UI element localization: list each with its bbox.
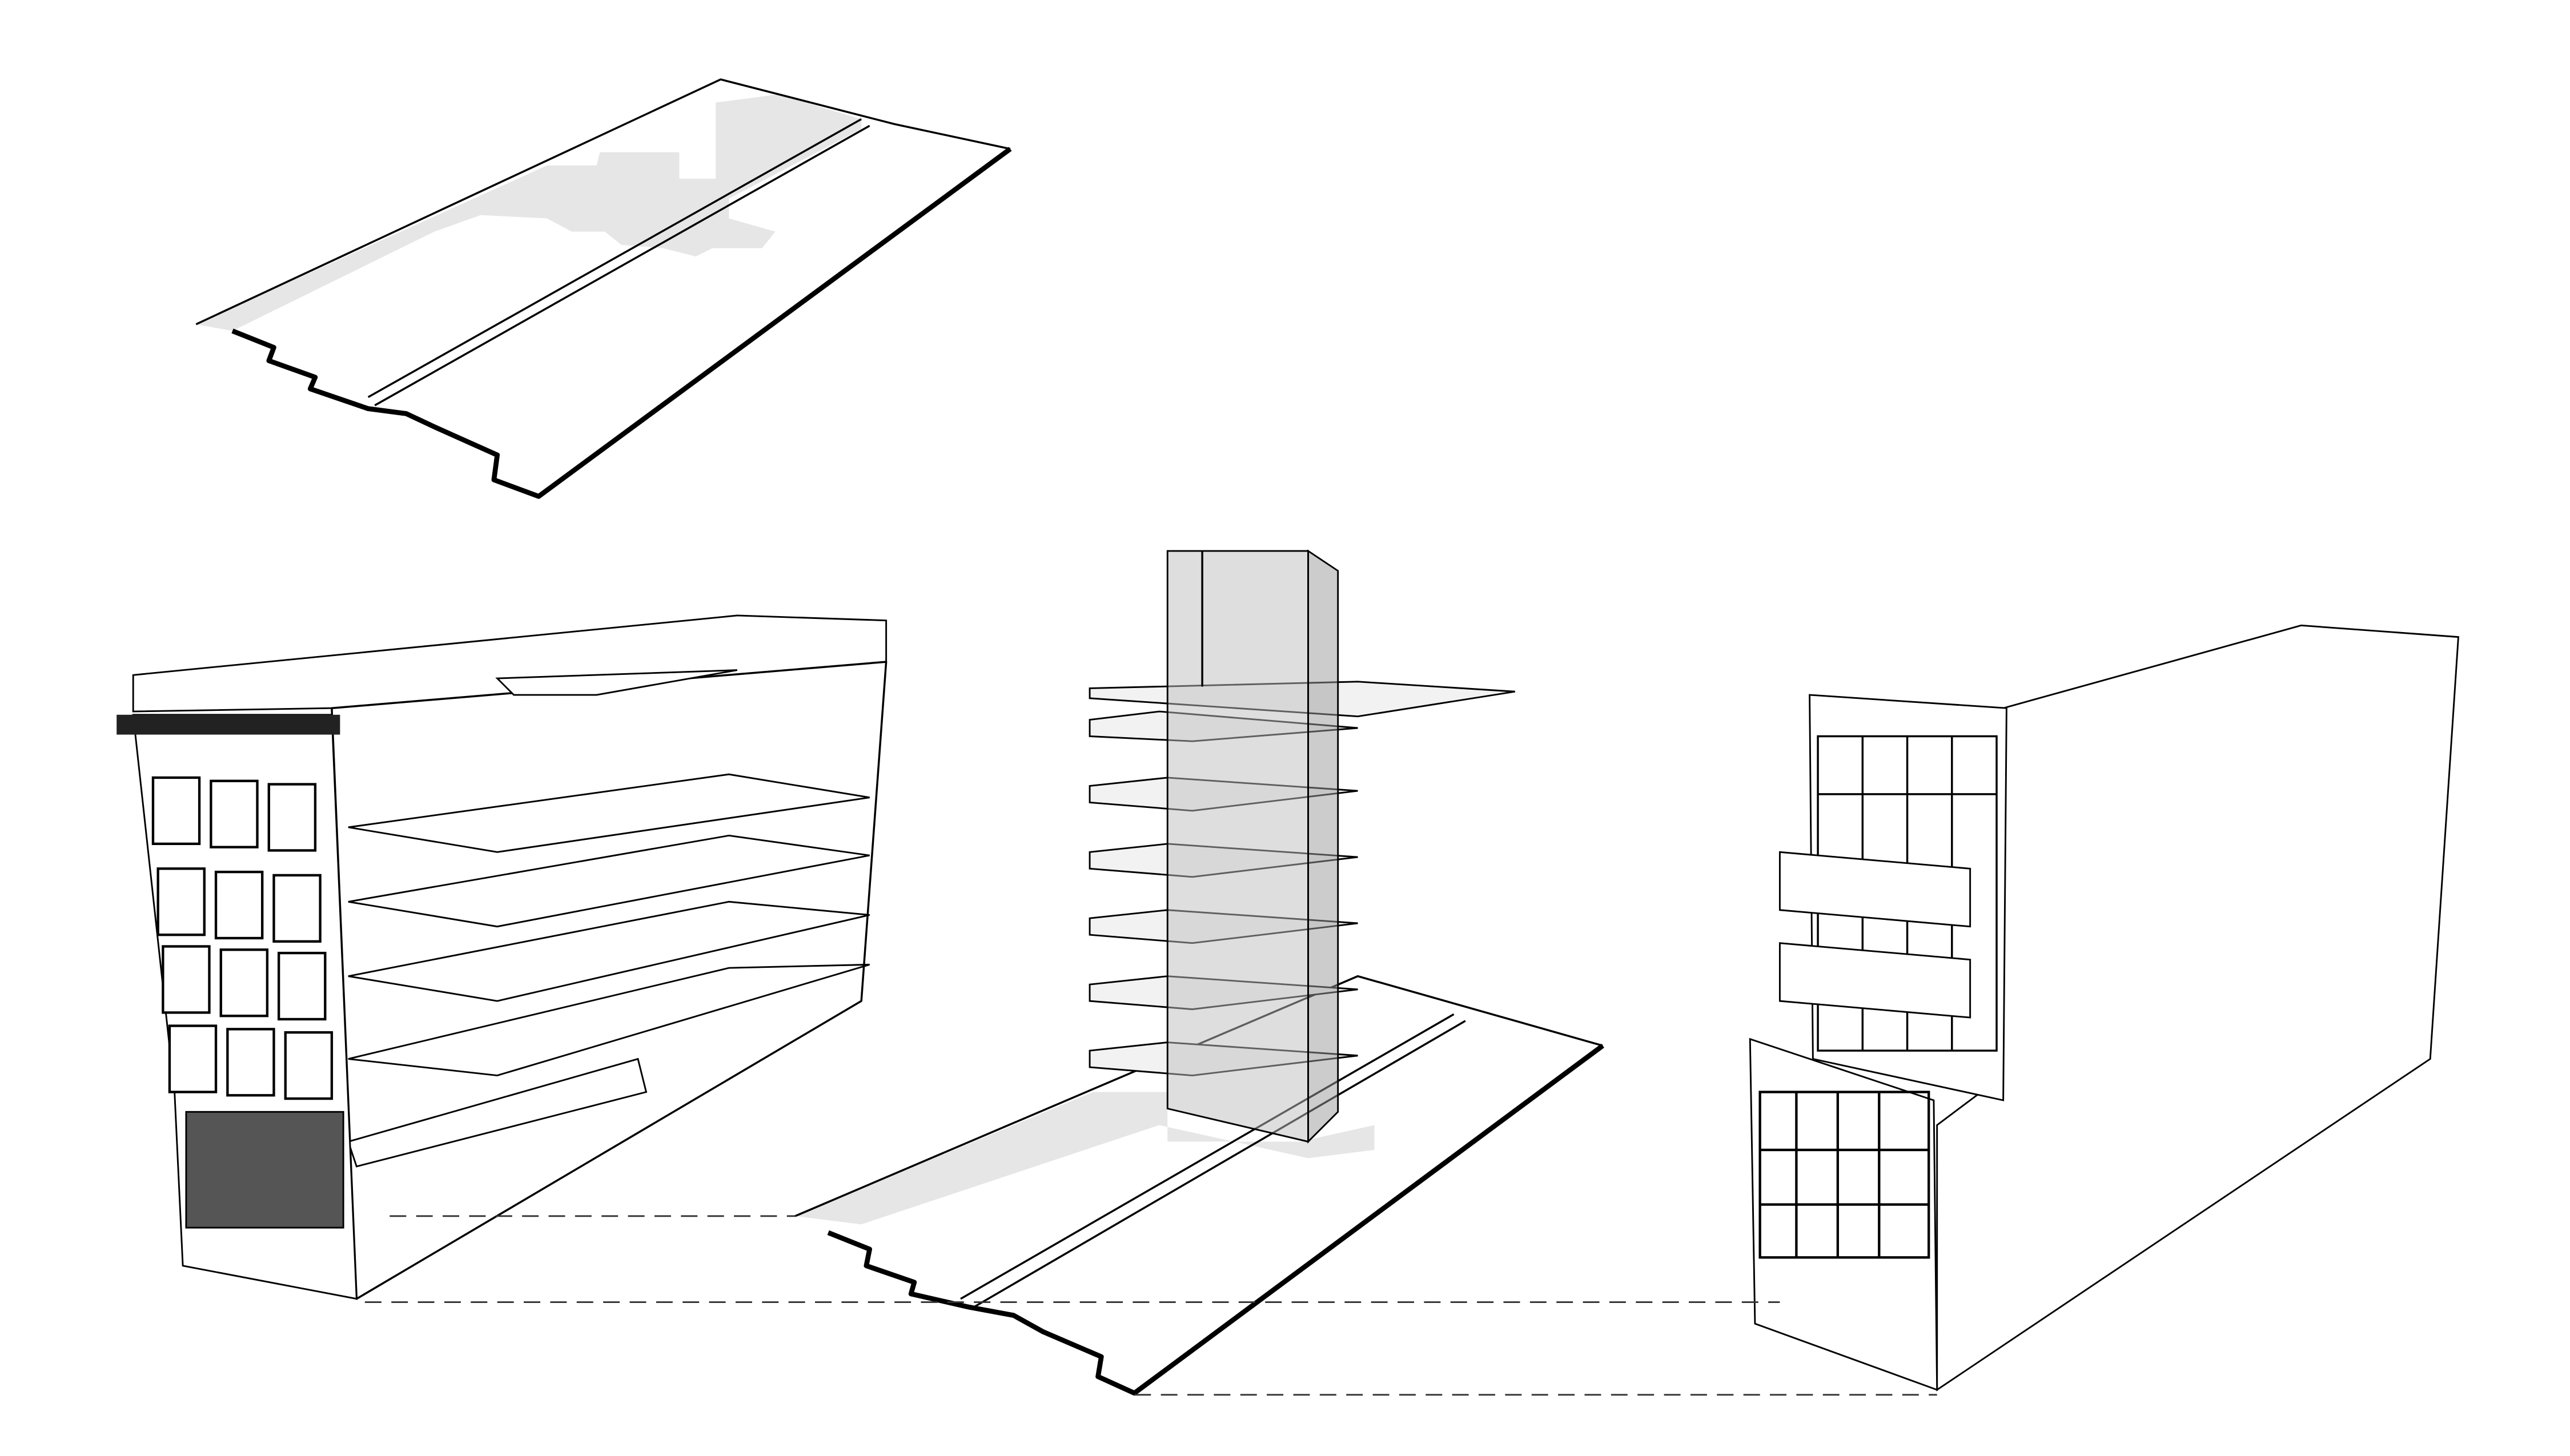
modern-building (1749, 624, 2460, 1391)
plan-divider-line (960, 1013, 1455, 1300)
floor-slabs (347, 669, 870, 1168)
plan-outline-bottom (827, 1043, 1604, 1396)
balcony-slab (1778, 851, 1971, 928)
facade-windows (151, 776, 334, 1100)
plan-divider-line (367, 118, 862, 398)
plan-outline-bottom (231, 147, 1012, 499)
plan-divider-line (374, 124, 870, 407)
core-front (1166, 550, 1310, 1143)
core-side (1307, 549, 1339, 1144)
plan-outline-top-edge (794, 975, 1603, 1217)
floor-slab (347, 1057, 648, 1168)
lower-glazing (1758, 1091, 1930, 1259)
cornice (117, 714, 340, 735)
historic-building (117, 614, 888, 1300)
floor-slab (348, 834, 870, 928)
site-plan-top (195, 78, 1012, 499)
plan-shaded-area (196, 94, 862, 331)
plan-shaded-area (795, 1092, 1375, 1225)
side-wall (1936, 624, 2460, 1391)
floor-slab (495, 669, 738, 696)
plan-divider-line (973, 1020, 1466, 1308)
core-assembly (794, 549, 1604, 1396)
floor-slab (348, 963, 870, 1076)
floor-slab (348, 900, 870, 1002)
storefront (185, 1111, 344, 1229)
plan-outline-top-edge (195, 78, 1011, 325)
balcony-slab (1778, 942, 1971, 1019)
floor-slab (348, 773, 870, 853)
roof-box (132, 614, 888, 713)
